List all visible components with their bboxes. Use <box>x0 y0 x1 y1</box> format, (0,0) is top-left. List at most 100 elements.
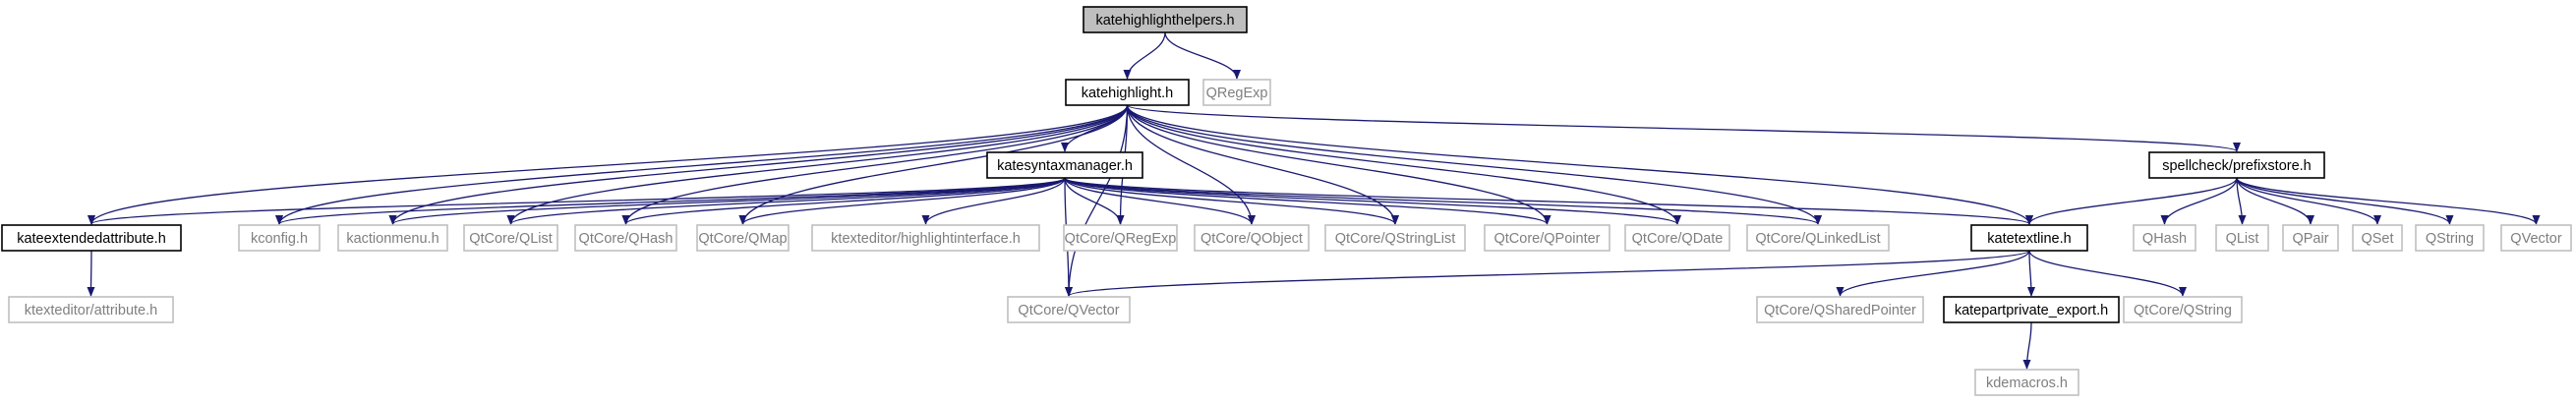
edge-katesyntaxmanager-to-qtcore_qmap <box>738 177 1066 225</box>
node-kdemacros: kdemacros.h <box>1974 369 2079 396</box>
node-qpair: QPair <box>2282 224 2339 252</box>
node-katehighlight[interactable]: katehighlight.h <box>1065 79 1190 106</box>
node-qset: QSet <box>2352 224 2403 252</box>
node-qtcore_qvector: QtCore/QVector <box>1007 296 1131 323</box>
edge-katehighlight-to-qtcore_qlinkedlist <box>1126 104 1822 225</box>
edge-katesyntaxmanager-to-katetextline <box>1064 177 2033 225</box>
edge-katesyntaxmanager-to-qtcore_qobject <box>1064 177 1256 225</box>
edge-katehighlight-to-kconfig <box>275 104 1129 225</box>
edge-katehighlight-to-prefixstore <box>1126 104 2241 152</box>
node-label-highlightinterface: ktexteditor/highlightinterface.h <box>831 231 1021 247</box>
edge-prefixstore-to-qhash <box>2160 177 2238 225</box>
edge-katesyntaxmanager-to-qtcore_qlinkedlist <box>1064 177 1822 225</box>
edge-root-to-qregexp_top <box>1164 31 1241 80</box>
edge-katesyntaxmanager-to-qtcore_qhash <box>621 177 1066 225</box>
node-katesyntaxmanager[interactable]: katesyntaxmanager.h <box>986 151 1143 179</box>
node-label-kdemacros: kdemacros.h <box>1986 375 2068 391</box>
node-box-qtcore_qlinkedlist <box>1746 224 1890 252</box>
edge-katesyntaxmanager-to-qtcore_qpointer <box>1064 177 1551 225</box>
node-qtcore_qlist: QtCore/QList <box>463 224 558 252</box>
node-qtcore_qpointer: QtCore/QPointer <box>1484 224 1610 252</box>
node-label-qtcore_qstring: QtCore/QString <box>2134 303 2232 318</box>
node-label-qregexp_top: QRegExp <box>1206 86 1268 101</box>
edge-katesyntaxmanager-to-kateextendedattribute <box>88 177 1066 225</box>
edge-prefixstore-to-qvector <box>2236 177 2541 225</box>
node-box-qhash <box>2133 224 2196 252</box>
node-box-qtcore_qmap <box>696 224 790 252</box>
node-layer: katehighlighthelpers.h katehighlight.h QRe… <box>1 6 2572 396</box>
node-label-qvector: QVector <box>2510 231 2562 247</box>
node-box-qtcore_qregexp <box>1063 224 1178 252</box>
node-label-qtcore_qhash: QtCore/QHash <box>579 231 673 247</box>
node-kactionmenu: kactionmenu.h <box>337 224 448 252</box>
node-qstring: QString <box>2415 224 2485 252</box>
node-qsharedpointer: QtCore/QSharedPointer <box>1756 296 1924 323</box>
node-prefixstore[interactable]: spellcheck/prefixstore.h <box>2148 151 2325 179</box>
node-box-qtcore_qdate <box>1624 224 1730 252</box>
edge-katehighlight-to-qtcore_qmap <box>738 104 1129 225</box>
node-label-qtcore_qobject: QtCore/QObject <box>1200 231 1303 247</box>
node-box-attribute <box>8 296 174 323</box>
node-katetextline[interactable]: katetextline.h <box>1970 224 2088 252</box>
node-label-qpair: QPair <box>2292 231 2328 247</box>
edge-katesyntaxmanager-to-qtcore_qregexp <box>1064 177 1125 225</box>
node-box-katesyntaxmanager <box>986 151 1143 179</box>
edge-katesyntaxmanager-to-kactionmenu <box>388 177 1066 225</box>
node-box-qtcore_qpointer <box>1484 224 1610 252</box>
node-kconfig: kconfig.h <box>238 224 321 252</box>
edge-katehighlight-to-kateextendedattribute <box>88 104 1129 225</box>
node-label-qtcore_qdate: QtCore/QDate <box>1632 231 1724 247</box>
node-box-kconfig <box>238 224 321 252</box>
edge-katesyntaxmanager-to-kconfig <box>275 177 1066 225</box>
node-label-qtcore_qpointer: QtCore/QPointer <box>1494 231 1601 247</box>
node-label-qlist: QList <box>2226 231 2259 247</box>
node-label-katetextline: katetextline.h <box>1987 231 2071 247</box>
node-label-qset: QSet <box>2361 231 2393 247</box>
edge-root-to-katehighlight <box>1123 31 1166 80</box>
node-label-kateextendedattribute: kateextendedattribute.h <box>17 231 166 247</box>
node-box-qtcore_qstringlist <box>1324 224 1466 252</box>
edge-katetextline-to-qtcore_qstring <box>2028 250 2187 297</box>
edge-katehighlight-to-katesyntaxmanager <box>1061 104 1129 152</box>
node-label-kactionmenu: kactionmenu.h <box>346 231 439 247</box>
node-box-highlightinterface <box>811 224 1040 252</box>
node-box-kdemacros <box>1974 369 2079 396</box>
edge-katesyntaxmanager-to-qtcore_qstringlist <box>1064 177 1399 225</box>
node-label-katepartprivate_export: katepartprivate_export.h <box>1955 303 2108 318</box>
node-kateextendedattribute[interactable]: kateextendedattribute.h <box>1 224 182 252</box>
node-box-qvector <box>2500 224 2572 252</box>
node-qtcore_qhash: QtCore/QHash <box>574 224 677 252</box>
edge-prefixstore-to-katetextline <box>2025 177 2238 225</box>
node-box-kateextendedattribute <box>1 224 182 252</box>
node-label-katesyntaxmanager: katesyntaxmanager.h <box>997 158 1133 174</box>
node-box-katehighlight <box>1065 79 1190 106</box>
edge-katesyntaxmanager-to-qtcore_qlist <box>506 177 1066 225</box>
node-label-qtcore_qvector: QtCore/QVector <box>1018 303 1119 318</box>
node-qhash: QHash <box>2133 224 2196 252</box>
node-qtcore_qregexp: QtCore/QRegExp <box>1063 224 1178 252</box>
node-label-attribute: ktexteditor/attribute.h <box>25 303 157 318</box>
edge-katehighlight-to-qtcore_qvector <box>1065 104 1129 297</box>
node-box-qtcore_qvector <box>1007 296 1131 323</box>
edge-katehighlight-to-qtcore_qstringlist <box>1126 104 1399 225</box>
node-katepartprivate_export[interactable]: katepartprivate_export.h <box>1943 296 2120 323</box>
node-root: katehighlighthelpers.h <box>1083 6 1248 33</box>
node-label-katehighlight: katehighlight.h <box>1082 86 1174 101</box>
node-box-qtcore_qstring <box>2123 296 2243 323</box>
edge-katepartprivate_export-to-kdemacros <box>2022 321 2032 370</box>
edge-prefixstore-to-qpair <box>2236 177 2314 225</box>
node-label-qtcore_qstringlist: QtCore/QStringList <box>1335 231 1456 247</box>
node-qtcore_qmap: QtCore/QMap <box>696 224 790 252</box>
edge-katehighlight-to-qtcore_qobject <box>1126 104 1256 225</box>
node-attribute: ktexteditor/attribute.h <box>8 296 174 323</box>
node-box-qtcore_qhash <box>574 224 677 252</box>
node-qvector: QVector <box>2500 224 2572 252</box>
edge-katesyntaxmanager-to-qtcore_qdate <box>1064 177 1681 225</box>
node-label-qtcore_qlist: QtCore/QList <box>469 231 553 247</box>
node-qtcore_qstring: QtCore/QString <box>2123 296 2243 323</box>
node-box-qstring <box>2415 224 2485 252</box>
node-label-qstring: QString <box>2426 231 2474 247</box>
node-qlist: QList <box>2215 224 2269 252</box>
node-qtcore_qlinkedlist: QtCore/QLinkedList <box>1746 224 1890 252</box>
